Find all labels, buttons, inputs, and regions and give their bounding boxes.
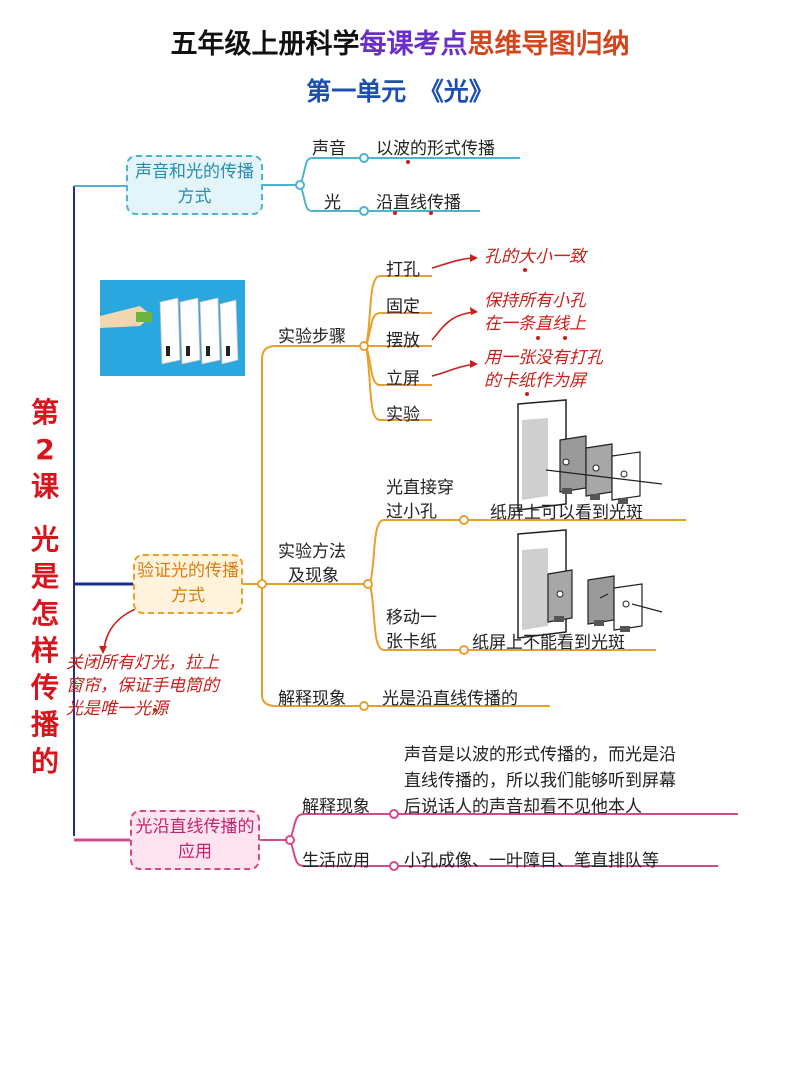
note-screen-line1: 用一张没有打孔 bbox=[484, 348, 603, 368]
branch2-explain-value: 光是沿直线传播的 bbox=[382, 689, 518, 709]
branch1-value-sound: 以波的形式传播 bbox=[376, 139, 495, 159]
branch-node-propagation[interactable]: 声音和光的传播方式 bbox=[126, 155, 263, 215]
lesson-title: 第 2 课 光 是 怎 样 传 播 的 bbox=[28, 394, 62, 780]
note-screen-line2: 的卡纸作为屏 bbox=[484, 371, 586, 391]
branch1-key-light: 光 bbox=[324, 193, 341, 213]
lesson-topic-char: 光 bbox=[30, 523, 59, 556]
case1-cond-line1: 光直接穿 bbox=[386, 478, 454, 498]
page-title: 五年级上册科学每课考点思维导图归纳 bbox=[0, 22, 800, 61]
title-part-2: 每课考点 bbox=[359, 29, 468, 60]
step-item: 立屏 bbox=[386, 369, 420, 389]
step-item: 摆放 bbox=[386, 331, 420, 351]
step-item: 打孔 bbox=[386, 260, 420, 280]
lesson-number-char: 第 bbox=[30, 396, 59, 429]
step-item: 实验 bbox=[386, 405, 420, 425]
method-case-2-result: 纸屏上不能看到光斑 bbox=[472, 633, 625, 653]
lesson-topic-char: 播 bbox=[30, 708, 59, 741]
case2-cond-line2: 张卡纸 bbox=[386, 632, 437, 652]
note-punch: 孔的大小一致 bbox=[484, 247, 586, 267]
note-light-source-line1: 关闭所有灯光，拉上 bbox=[66, 653, 219, 673]
method-case-1-condition: 光直接穿 过小孔 bbox=[386, 476, 454, 524]
explain-line: 后说话人的声音却看不见他本人 bbox=[404, 797, 642, 817]
experiment-illustration-2 bbox=[517, 529, 663, 639]
branch3-explain-text: 声音是以波的形式传播的，而光是沿 直线传播的，所以我们能够听到屏幕 后说话人的声… bbox=[404, 742, 676, 820]
case2-cond-line1: 移动一 bbox=[386, 608, 437, 628]
branch3-life-key: 生活应用 bbox=[302, 851, 370, 871]
lesson-topic-char: 样 bbox=[30, 634, 59, 667]
experiment-illustration-1 bbox=[517, 399, 663, 511]
note-place-line2: 在一条直线上 bbox=[484, 314, 586, 334]
lesson-topic-char: 是 bbox=[30, 560, 59, 593]
title-part-1: 五年级上册科学 bbox=[170, 29, 360, 60]
method-label: 实验方法 及现象 bbox=[278, 540, 346, 588]
lesson-number-digit: 2 bbox=[35, 433, 55, 466]
page-subtitle: 第一单元 《光》 bbox=[306, 77, 494, 106]
branch3-explain-key: 解释现象 bbox=[302, 797, 370, 817]
method-label-line2: 及现象 bbox=[288, 566, 339, 586]
note-light-source-line2: 窗帘，保证手电筒的 bbox=[66, 676, 219, 696]
branch3-life-value: 小孔成像、一叶障目、笔直排队等 bbox=[404, 851, 659, 871]
method-case-2-condition: 移动一 张卡纸 bbox=[386, 606, 437, 654]
explain-line: 声音是以波的形式传播的，而光是沿 bbox=[404, 745, 676, 765]
lesson-topic-char: 传 bbox=[30, 671, 59, 704]
method-label-line1: 实验方法 bbox=[278, 542, 346, 562]
lesson-topic-char: 的 bbox=[30, 745, 59, 778]
explain-line: 直线传播的，所以我们能够听到屏幕 bbox=[404, 771, 676, 791]
title-part-3: 思维导图归纳 bbox=[467, 29, 630, 60]
step-item: 固定 bbox=[386, 297, 420, 317]
note-light-source-line3: 光是唯一光源 bbox=[66, 699, 168, 719]
steps-label: 实验步骤 bbox=[278, 327, 346, 347]
branch2-explain-key: 解释现象 bbox=[278, 689, 346, 709]
branch1-value-light: 沿直线传播 bbox=[376, 193, 461, 213]
case1-cond-line2: 过小孔 bbox=[386, 502, 437, 522]
note-light-source: 关闭所有灯光，拉上 窗帘，保证手电筒的 光是唯一光源 bbox=[66, 652, 219, 721]
lesson-number-unit: 课 bbox=[30, 470, 59, 503]
experiment-photo bbox=[100, 280, 245, 376]
note-place-line1: 保持所有小孔 bbox=[484, 291, 586, 311]
method-case-1-result: 纸屏上可以看到光斑 bbox=[490, 503, 643, 523]
lesson-topic-char: 怎 bbox=[30, 597, 59, 630]
branch-node-verify[interactable]: 验证光的传播方式 bbox=[133, 554, 243, 614]
branch1-key-sound: 声音 bbox=[312, 139, 346, 159]
branch-node-application[interactable]: 光沿直线传播的应用 bbox=[130, 810, 260, 870]
